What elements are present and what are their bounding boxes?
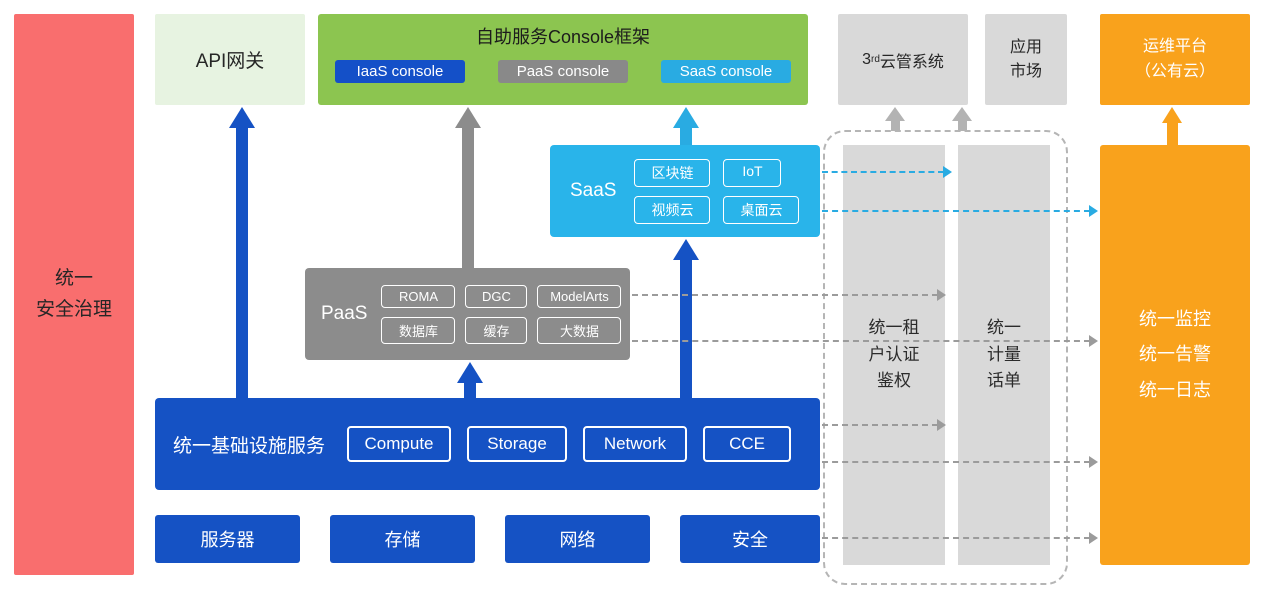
infra-chip-network: Network [583, 426, 688, 462]
dashed-arrow-head [1089, 205, 1098, 217]
saas-chips: 区块链 IoT 视频云 桌面云 [634, 158, 800, 224]
console-framework-box: 自助服务Console框架 IaaS console PaaS console … [318, 14, 808, 105]
arrow-shaft [680, 258, 692, 398]
dashed-arrow-head [937, 289, 946, 301]
arrow-shaft [464, 381, 476, 398]
metering-billing-bar: 统一 计量 话单 [958, 145, 1050, 565]
arrow-shaft [1167, 122, 1178, 146]
arrow-shaft [680, 126, 692, 145]
arrow-head [229, 107, 255, 128]
dashed-line [822, 210, 1090, 212]
dashed-arrow-head [943, 166, 952, 178]
arrow-head [1162, 107, 1182, 123]
arrow-head [952, 107, 972, 121]
saas-chip-iot: IoT [723, 158, 782, 187]
arrow-shaft [891, 120, 900, 131]
infra-chip-compute: Compute [347, 426, 452, 462]
iaas-console-button: IaaS console [335, 60, 465, 83]
dashed-line [632, 340, 1090, 342]
dashed-arrow-head [1089, 335, 1098, 347]
paas-chip-bigdata: 大数据 [537, 316, 622, 344]
infrastructure-chips: Compute Storage Network CCE [347, 426, 792, 462]
paas-chip-roma: ROMA [381, 284, 456, 308]
dashed-line [822, 461, 1090, 463]
paas-chip-database: 数据库 [381, 316, 456, 344]
api-gateway-box: API网关 [155, 14, 305, 105]
third-cloud-superscript: rd [870, 54, 880, 65]
saas-console-button: SaaS console [661, 60, 791, 83]
paas-chip-modelarts: ModelArts [537, 284, 622, 308]
security-governance-bar: 统一 安全治理 [14, 14, 134, 575]
security-box: 安全 [680, 515, 820, 563]
infrastructure-layer-box: 统一基础设施服务 Compute Storage Network CCE [155, 398, 820, 490]
arrow-shaft [236, 126, 248, 398]
infrastructure-layer-label: 统一基础设施服务 [173, 435, 326, 457]
paas-console-button: PaaS console [498, 60, 628, 83]
paas-layer-box: PaaS ROMA DGC ModelArts 数据库 缓存 大数据 [305, 268, 630, 360]
dashed-line [632, 294, 938, 296]
storage-box: 存储 [330, 515, 475, 563]
saas-layer-label: SaaS [570, 180, 617, 201]
console-buttons-row: IaaS console PaaS console SaaS console [318, 49, 808, 83]
monitoring-alarm-log-box: 统一监控 统一告警 统一日志 [1100, 145, 1250, 565]
paas-chips: ROMA DGC ModelArts 数据库 缓存 大数据 [381, 284, 622, 344]
server-box: 服务器 [155, 515, 300, 563]
arrow-head [885, 107, 905, 121]
dashed-arrow-head [1089, 532, 1098, 544]
tenant-auth-bar: 统一租 户认证 鉴权 [843, 145, 945, 565]
dashed-line [822, 537, 1090, 539]
saas-layer-box: SaaS 区块链 IoT 视频云 桌面云 [550, 145, 820, 237]
arrow-shaft [958, 120, 967, 131]
third-cloud-prefix: 3 [862, 50, 871, 68]
arrow-head [457, 362, 483, 383]
infra-chip-storage: Storage [467, 426, 568, 462]
dashed-arrow-head [1089, 456, 1098, 468]
arrow-head [673, 239, 699, 260]
arrow-head [673, 107, 699, 128]
third-cloud-suffix: 云管系统 [879, 53, 944, 71]
infra-chip-cce: CCE [703, 426, 792, 462]
saas-chip-blockchain: 区块链 [634, 158, 711, 187]
saas-chip-desktop-cloud: 桌面云 [723, 195, 800, 224]
arrow-shaft [462, 126, 474, 268]
console-framework-title: 自助服务Console框架 [475, 27, 651, 47]
app-market-box: 应用 市场 [985, 14, 1067, 105]
dashed-arrow-head [937, 419, 946, 431]
paas-chip-dgc: DGC [465, 284, 528, 308]
dashed-line [822, 171, 944, 173]
paas-layer-label: PaaS [321, 303, 368, 324]
saas-chip-video-cloud: 视频云 [634, 195, 711, 224]
network-box: 网络 [505, 515, 650, 563]
arrow-head [455, 107, 481, 128]
dashed-line [822, 424, 938, 426]
ops-platform-box: 运维平台 （公有云） [1100, 14, 1250, 105]
paas-chip-cache: 缓存 [465, 316, 528, 344]
tenant-services-dashed-frame [823, 130, 1068, 585]
